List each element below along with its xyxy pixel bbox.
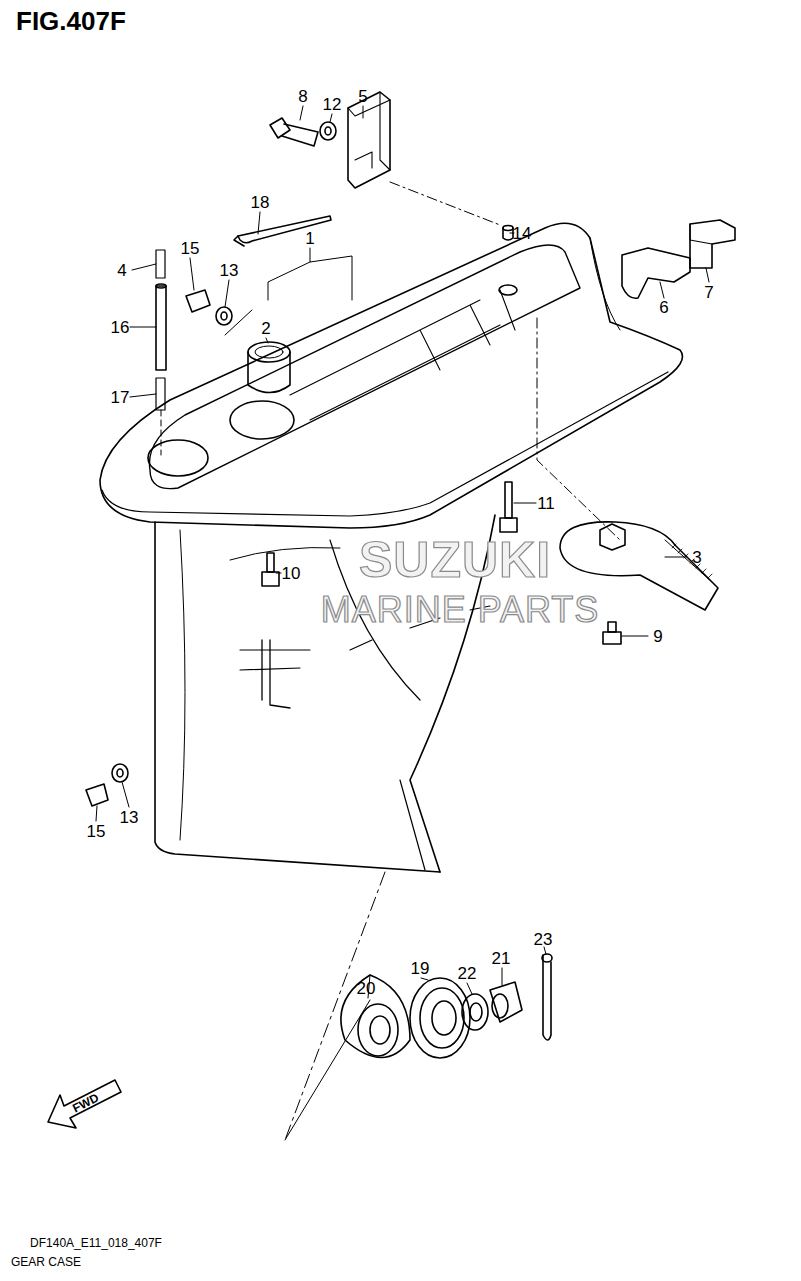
callout-number: 10 [282,565,301,582]
callout-number: 13 [120,809,139,826]
callout-number: 15 [87,823,106,840]
callout-number: 22 [458,965,477,982]
callout-number: 20 [357,980,376,997]
callout-number: 8 [298,88,307,105]
callout-number: 7 [704,284,713,301]
callout-number: 3 [692,549,701,566]
callout-number: 2 [261,320,270,337]
callout-number: 13 [220,262,239,279]
direction-label: FWD [71,1091,101,1114]
callout-number: 14 [513,225,532,242]
callout-number: 18 [251,194,270,211]
watermark: MARINE PARTS [321,592,600,628]
callout-number: 5 [358,88,367,105]
callout-number: 6 [659,299,668,316]
callout-number: 15 [181,240,200,257]
callout-number: 9 [653,628,662,645]
callout-number: 21 [492,950,511,967]
callout-number: 19 [411,960,430,977]
callout-number: 11 [537,495,555,512]
callout-number: 1 [305,230,314,247]
footer-text: DF140A_E11_018_407F [30,1237,162,1249]
callout-number: 23 [534,931,553,948]
callout-number: 4 [117,262,126,279]
callout-number: 12 [323,96,342,113]
figure-title: FIG.407F [16,8,126,34]
callout-number: 16 [111,319,130,336]
footer-text: GEAR CASE [11,1256,81,1268]
callout-number: 17 [111,389,130,406]
watermark: SUZUKI [359,535,551,585]
